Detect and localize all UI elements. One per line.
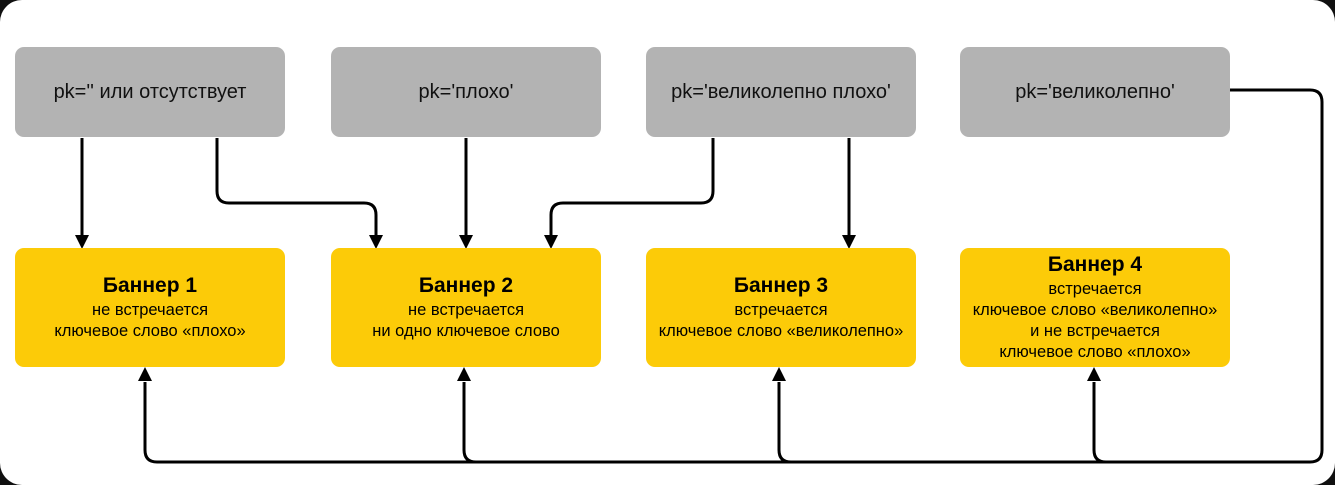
banner-line: встречается (1048, 280, 1142, 298)
banner-box-2: Баннер 2 не встречается ни одно ключевое… (331, 248, 601, 367)
edge-pk4-to-banner3 (772, 367, 792, 464)
banner-title: Баннер 1 (102, 274, 198, 297)
banner-line: не встречается (91, 301, 209, 319)
source-box-pk3: pk='великолепно плохо' (646, 47, 916, 137)
edge-pk3-to-banner3 (842, 138, 856, 249)
banner-box-3: Баннер 3 встречается ключевое слово «вел… (646, 248, 916, 367)
source-label-pk3: pk='великолепно плохо' (671, 81, 891, 103)
edge-pk1-to-banner2 (215, 138, 383, 249)
banner-line: ключевое слово «великолепно» (658, 322, 904, 340)
edge-pk1-to-banner1 (75, 138, 89, 249)
banner-title: Баннер 2 (418, 274, 514, 297)
edge-pk2-to-banner2 (459, 138, 473, 249)
edge-pk3-to-banner2 (544, 138, 715, 249)
source-box-pk4: pk='великолепно' (960, 47, 1230, 137)
banner-line: ключевое слово «плохо» (54, 322, 246, 340)
banner-line: не встречается (407, 301, 525, 319)
source-label-pk2: pk='плохо' (418, 81, 514, 103)
source-box-pk2: pk='плохо' (331, 47, 601, 137)
source-label-pk4: pk='великолепно' (1015, 81, 1175, 103)
source-box-pk1: pk='' или отсутствует (15, 47, 285, 137)
banner-title: Баннер 4 (1047, 253, 1143, 276)
banner-line: ни одно ключевое слово (372, 322, 560, 340)
banner-title: Баннер 3 (733, 274, 829, 297)
banner-box-4: Баннер 4 встречается ключевое слово «вел… (960, 248, 1230, 367)
banner-line: ключевое слово «великолепно» (972, 301, 1218, 319)
banner-line: и не встречается (1030, 322, 1160, 340)
edge-pk4-to-banner2 (457, 367, 477, 464)
banner-box-1: Баннер 1 не встречается ключевое слово «… (15, 248, 285, 367)
source-label-pk1: pk='' или отсутствует (53, 81, 247, 103)
banner-line: встречается (734, 301, 828, 319)
edge-pk4-to-banner4 (1087, 367, 1107, 464)
banner-line: ключевое слово «плохо» (999, 343, 1191, 361)
